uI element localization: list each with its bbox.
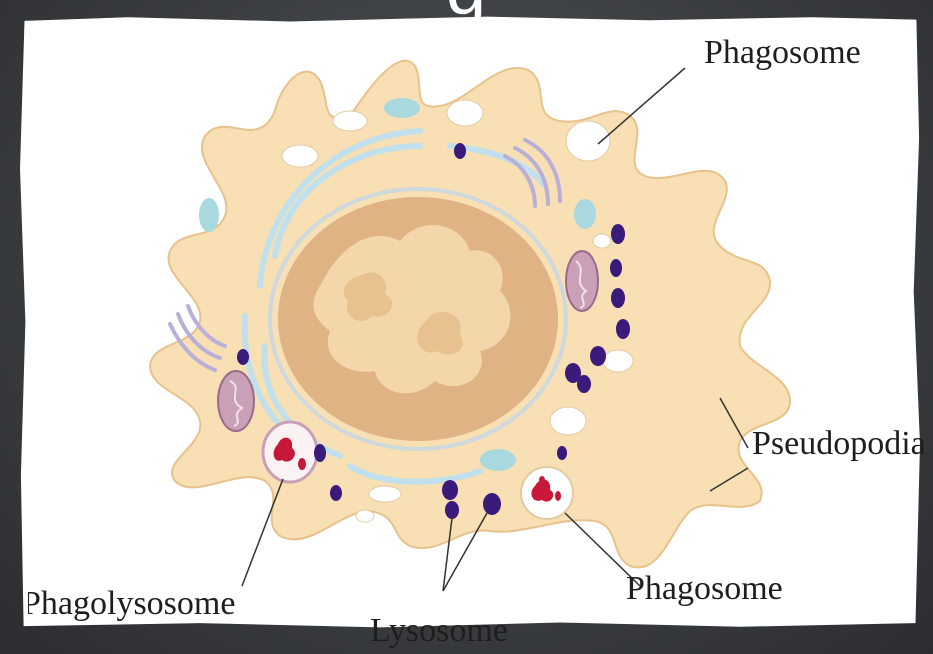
nucleus [270, 189, 566, 449]
phagocyte-diagram [20, 16, 920, 628]
phagosome-with-bacteria [521, 467, 573, 519]
label-phagosome-bottom: Phagosome [626, 570, 783, 608]
label-pseudopodia: Pseudopodia [752, 425, 933, 463]
label-phagolysosome: Phagolysosome [28, 585, 328, 623]
label-lysosome: Lysosome [370, 612, 508, 654]
label-phagosome-top: Phagosome [704, 34, 861, 72]
